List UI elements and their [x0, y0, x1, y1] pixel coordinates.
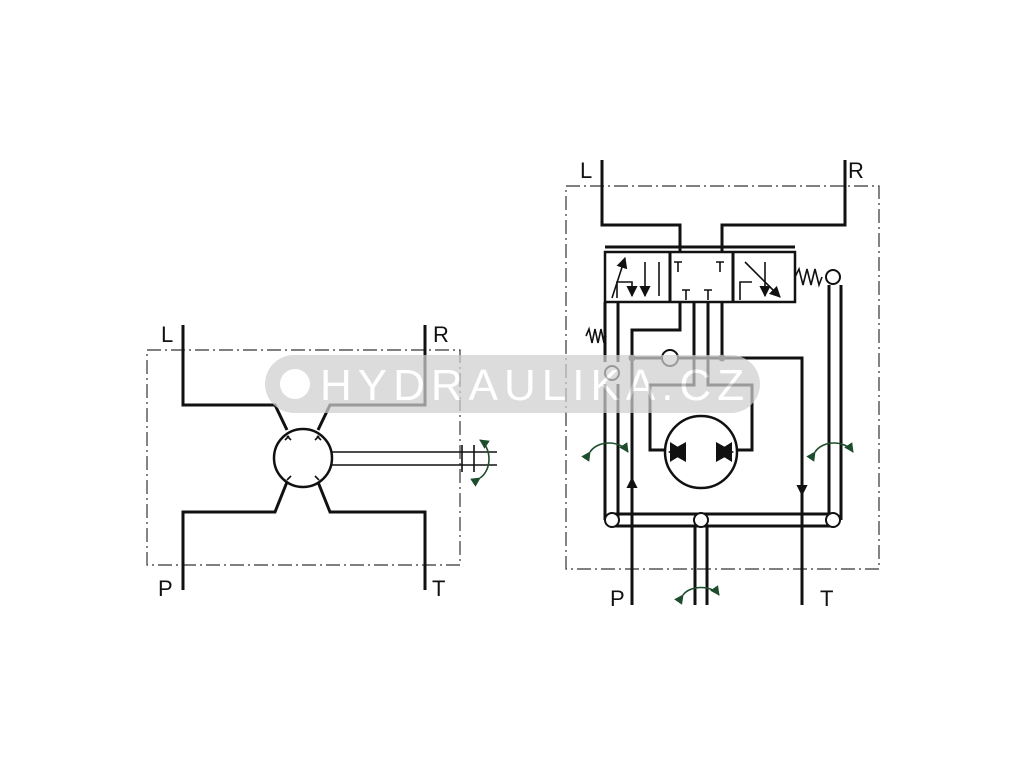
left-port-l-label: L — [161, 322, 173, 347]
right-junction-top — [825, 269, 841, 285]
left-boundary — [146, 349, 461, 566]
left-line-l — [181, 325, 289, 431]
right-diagram: L R P T — [565, 158, 880, 611]
watermark-logo-icon — [280, 369, 310, 399]
right-shaft — [693, 527, 709, 605]
left-diagram: L R P T — [146, 322, 497, 601]
right-line-r — [720, 160, 847, 252]
right-port-l-label: L — [580, 158, 592, 183]
left-pipe-rotation-arrow — [581, 442, 629, 462]
right-port-t-label: T — [820, 586, 833, 611]
right-pipe-rotation-arrow — [806, 442, 854, 462]
hydraulic-motor — [663, 414, 739, 490]
watermark-band — [265, 355, 760, 413]
left-line-t — [316, 481, 427, 590]
motor-triangle-right-2 — [716, 442, 732, 462]
left-rotation-arrow — [470, 439, 490, 487]
left-rotary-valve — [272, 427, 334, 489]
right-shaft-rotation-arrow — [674, 585, 720, 605]
junction-bottom-left — [604, 512, 620, 528]
motor-triangle-left-2 — [670, 442, 686, 462]
watermark-text: HYDRAULIKA.CZ — [320, 361, 750, 410]
valve-spring-left — [585, 326, 607, 344]
left-valve-stubs — [284, 435, 322, 485]
right-port-r-label: R — [848, 158, 864, 183]
left-port-p-label: P — [158, 576, 173, 601]
junction-bottom-center — [693, 512, 709, 528]
right-port-p-label: P — [610, 586, 625, 611]
left-port-r-label: R — [433, 322, 449, 347]
junction-bottom-right — [825, 512, 841, 528]
valve-spring-right — [794, 266, 823, 288]
directional-valve — [603, 250, 797, 304]
left-line-p — [181, 481, 289, 590]
watermark: HYDRAULIKA.CZ — [265, 355, 760, 413]
left-port-t-label: T — [432, 576, 445, 601]
left-shaft — [332, 445, 497, 472]
right-line-l — [600, 160, 682, 252]
